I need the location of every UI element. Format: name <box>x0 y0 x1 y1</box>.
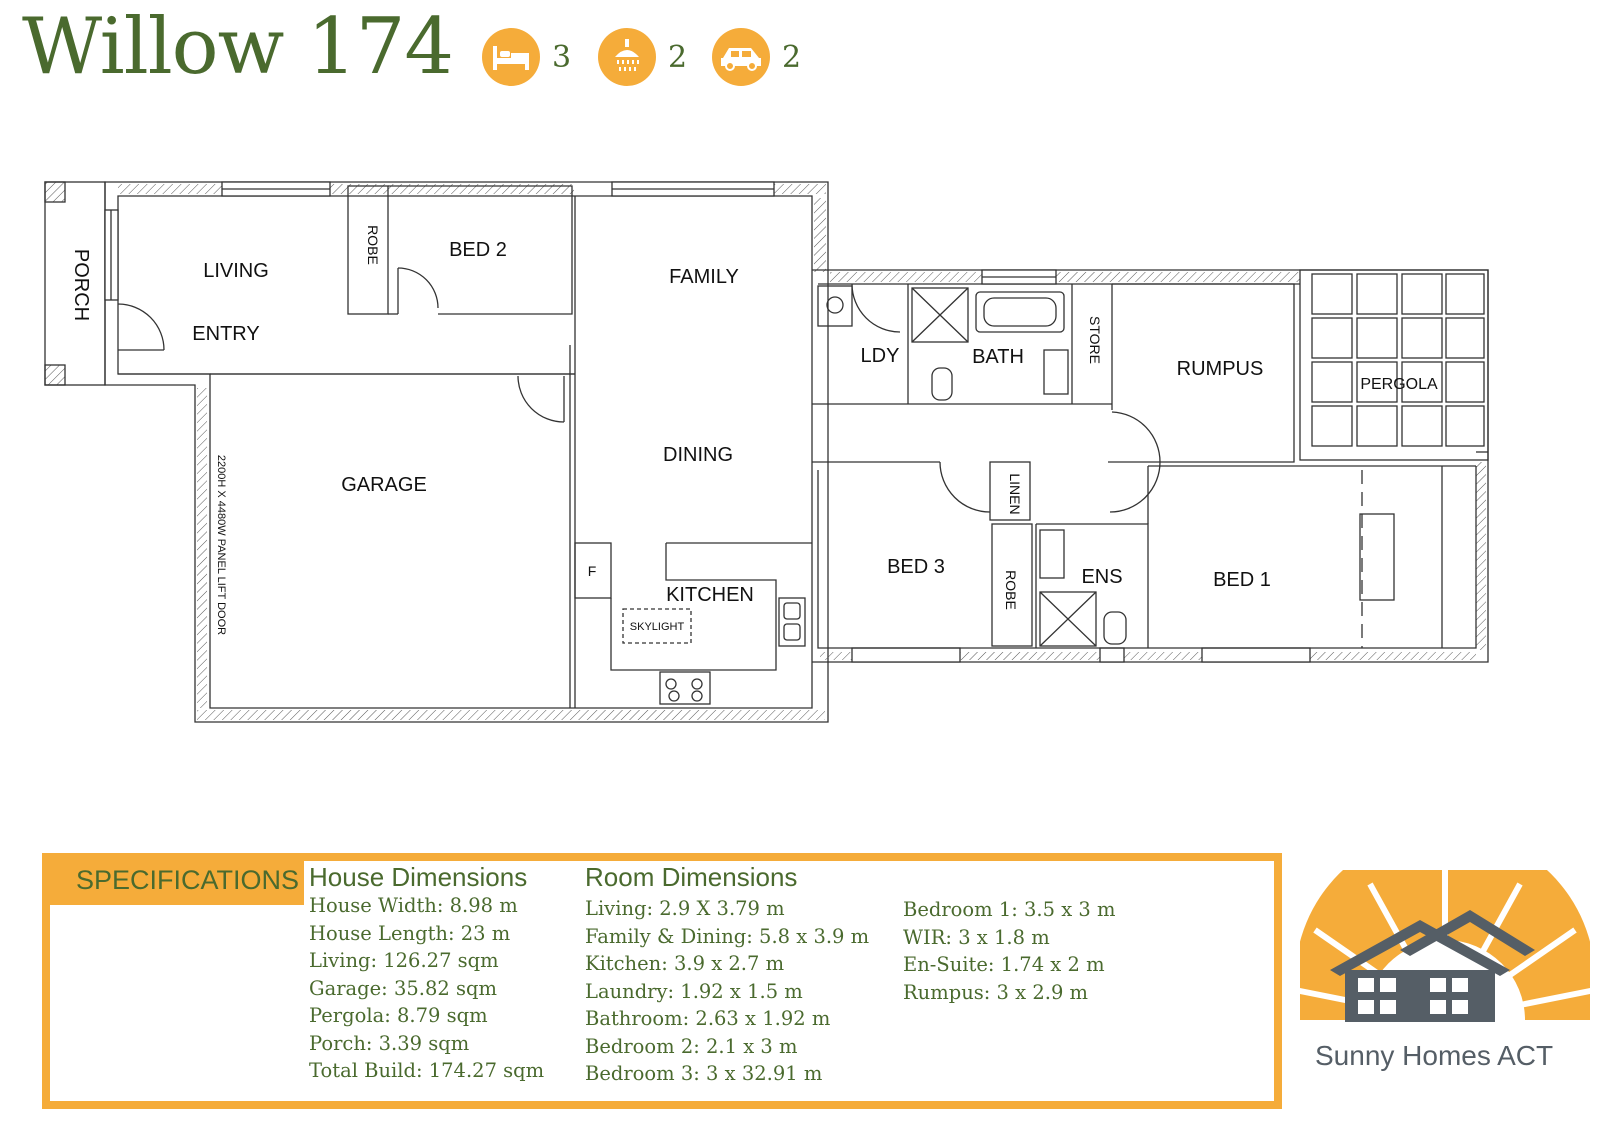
label-fridge: F <box>588 563 597 579</box>
label-bed1: BED 1 <box>1213 569 1271 591</box>
bathrooms-count: 2 <box>668 39 688 75</box>
label-pergola: PERGOLA <box>1360 376 1438 393</box>
label-robe: ROBE <box>365 225 381 265</box>
label-ldy: LDY <box>861 345 900 367</box>
list-item: Bedroom 3: 3 x 32.91 m <box>585 1062 823 1085</box>
list-item: Bedroom 2: 2.1 x 3 m <box>585 1034 798 1058</box>
garage-feature: 2 <box>712 28 801 86</box>
list-item: WIR: 3 x 1.8 m <box>903 925 1050 949</box>
brand-name: Sunny Homes ACT <box>1315 1040 1554 1071</box>
list-item: Living: 126.27 sqm <box>309 949 499 972</box>
list-item: House Width: 8.98 m <box>309 894 518 917</box>
sunny-homes-logo <box>1300 870 1590 1100</box>
bedrooms-feature: 3 <box>482 28 571 86</box>
label-bed3: BED 3 <box>887 556 945 578</box>
shower-icon <box>598 28 656 86</box>
list-item: Rumpus: 3 x 2.9 m <box>903 980 1089 1004</box>
label-bath: BATH <box>972 346 1024 368</box>
list-item: House Length: 23 m <box>309 921 511 945</box>
label-bed2: BED 2 <box>449 239 507 261</box>
wing-outer-wall <box>812 269 1489 663</box>
label-garage: GARAGE <box>341 474 427 496</box>
label-robe-2: ROBE <box>1003 570 1019 610</box>
list-item: Kitchen: 3.9 x 2.7 m <box>585 952 785 975</box>
list-item: Living: 2.9 X 3.79 m <box>585 897 785 920</box>
room-dimensions-heading: Room Dimensions <box>585 862 798 892</box>
label-kitchen: KITCHEN <box>666 584 754 606</box>
label-entry: ENTRY <box>192 323 259 345</box>
label-linen: LINEN <box>1007 473 1023 514</box>
pergola-outline <box>1299 269 1489 461</box>
list-item: Bathroom: 2.63 x 1.92 m <box>585 1007 831 1030</box>
label-store: STORE <box>1087 316 1103 364</box>
list-item: En-Suite: 1.74 x 2 m <box>903 953 1105 976</box>
car-icon <box>712 28 770 86</box>
label-dining: DINING <box>663 444 733 466</box>
plan-title: Willow 174 <box>22 2 454 92</box>
bed-icon <box>482 28 540 86</box>
specifications-panel <box>42 853 1282 1109</box>
room-dimensions-list-2: Bedroom 1: 3.5 x 3 m WIR: 3 x 1.8 m En-S… <box>903 896 1116 1006</box>
garage-count: 2 <box>782 39 802 75</box>
label-family: FAMILY <box>669 266 739 288</box>
room-dimensions-list-1: Living: 2.9 X 3.79 m Family & Dining: 5.… <box>585 895 869 1088</box>
label-living: LIVING <box>203 260 269 282</box>
label-garage-door: 2200H X 4480W PANEL LIFT DOOR <box>215 455 227 635</box>
bedrooms-count: 3 <box>552 39 572 75</box>
list-item: Garage: 35.82 sqm <box>309 976 497 1000</box>
house-outer-wall <box>104 181 829 723</box>
list-item: Laundry: 1.92 x 1.5 m <box>585 979 803 1003</box>
list-item: Bedroom 1: 3.5 x 3 m <box>903 898 1116 921</box>
list-item: Total Build: 174.27 sqm <box>309 1059 545 1082</box>
label-skylight: SKYLIGHT <box>630 621 685 633</box>
list-item: Pergola: 8.79 sqm <box>309 1004 488 1027</box>
label-rumpus: RUMPUS <box>1177 358 1264 380</box>
label-ens: ENS <box>1081 566 1122 588</box>
label-porch: PORCH <box>70 249 92 321</box>
bathrooms-feature: 2 <box>598 28 687 86</box>
list-item: Family & Dining: 5.8 x 3.9 m <box>585 924 870 948</box>
list-item: Porch: 3.39 sqm <box>309 1031 470 1055</box>
specifications-label: SPECIFICATIONS <box>76 865 300 895</box>
house-dimensions-heading: House Dimensions <box>309 862 528 892</box>
floor-plan: PORCH LIVING ENTRY ROBE BED 2 FAMILY LDY… <box>44 181 1489 723</box>
specifications-tab: SPECIFICATIONS <box>42 853 304 905</box>
house-dimensions-list: House Width: 8.98 m House Length: 23 m L… <box>309 892 544 1085</box>
